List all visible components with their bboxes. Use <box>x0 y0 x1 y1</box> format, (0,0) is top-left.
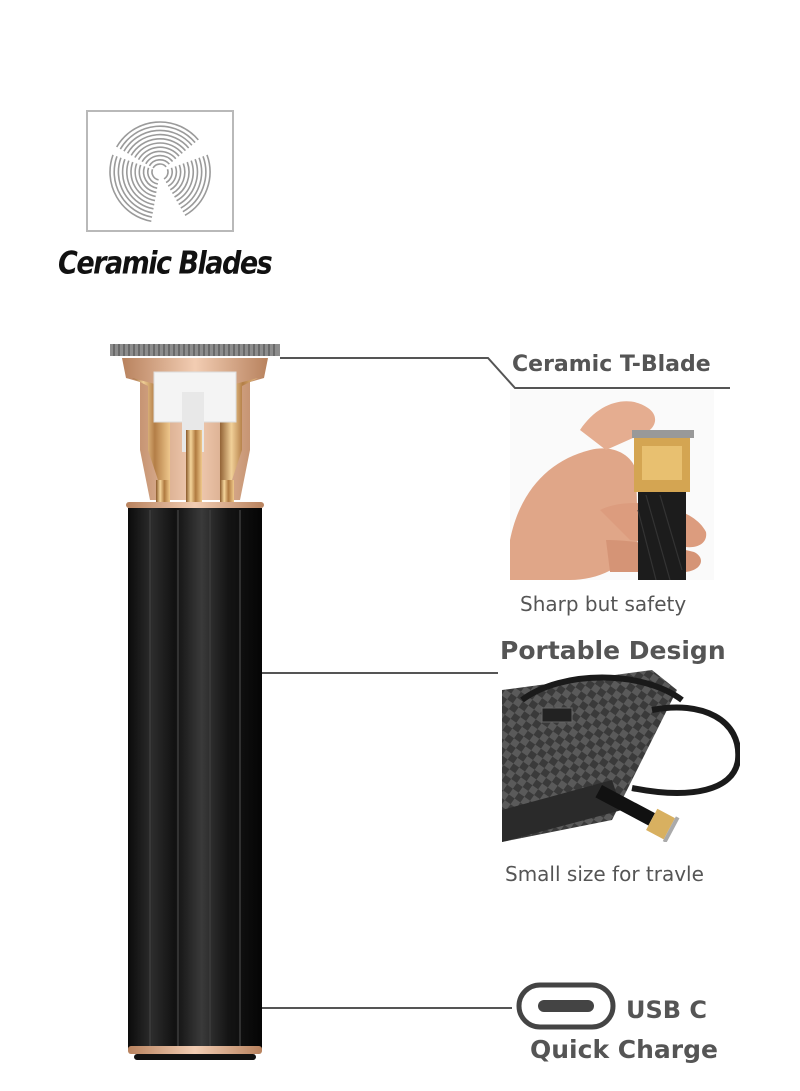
fan-arc <box>130 138 187 156</box>
fan-arc <box>152 163 167 169</box>
fan-arc <box>126 133 190 154</box>
usb-c-port-icon <box>516 982 616 1030</box>
fan-arc <box>165 167 173 184</box>
bag-photo <box>502 670 740 842</box>
fan-arc <box>119 125 196 150</box>
fan-arc <box>123 129 193 152</box>
usb-c-label: USB C <box>626 996 708 1024</box>
fan-arc <box>163 168 169 180</box>
trimmer-illustration <box>110 344 280 1060</box>
fan-arc <box>174 161 190 198</box>
fan-arc <box>148 159 170 167</box>
fan-arc <box>176 160 194 202</box>
fan-arc <box>126 160 155 206</box>
quick-charge-label: Quick Charge <box>530 1035 718 1064</box>
fan-arc <box>116 121 199 148</box>
blade-caption: Sharp but safety <box>520 592 687 616</box>
fan-arc <box>109 154 152 223</box>
fan-arc <box>138 164 157 194</box>
fan-arc <box>137 146 180 161</box>
portable-design-label: Portable Design <box>500 636 726 665</box>
badge-title: Ceramic Blades <box>58 246 273 282</box>
ceramic-fan-icon <box>109 121 211 223</box>
fan-arc <box>113 156 153 218</box>
fan-arc <box>147 167 159 185</box>
fan-arc <box>167 166 178 187</box>
portable-caption: Small size for travle <box>505 862 704 886</box>
fan-arc <box>145 154 174 165</box>
ceramic-blades-badge <box>86 110 234 232</box>
ceramic-t-blade-label: Ceramic T-Blade <box>512 352 711 377</box>
fan-arc <box>134 142 183 158</box>
fan-arc <box>134 163 156 198</box>
fan-arc <box>171 163 186 195</box>
fan-arc <box>142 166 158 189</box>
hand-holding-blade-photo <box>510 390 714 580</box>
fan-arc <box>180 157 203 209</box>
fan-arc <box>169 164 182 191</box>
fan-arc <box>121 158 154 210</box>
fan-arc <box>117 157 153 214</box>
fan-arc <box>182 156 207 213</box>
fan-arc <box>141 150 177 163</box>
fan-arc <box>151 168 159 181</box>
fan-arc <box>130 161 156 202</box>
fan-arc <box>178 158 199 206</box>
fan-arc <box>184 154 211 216</box>
